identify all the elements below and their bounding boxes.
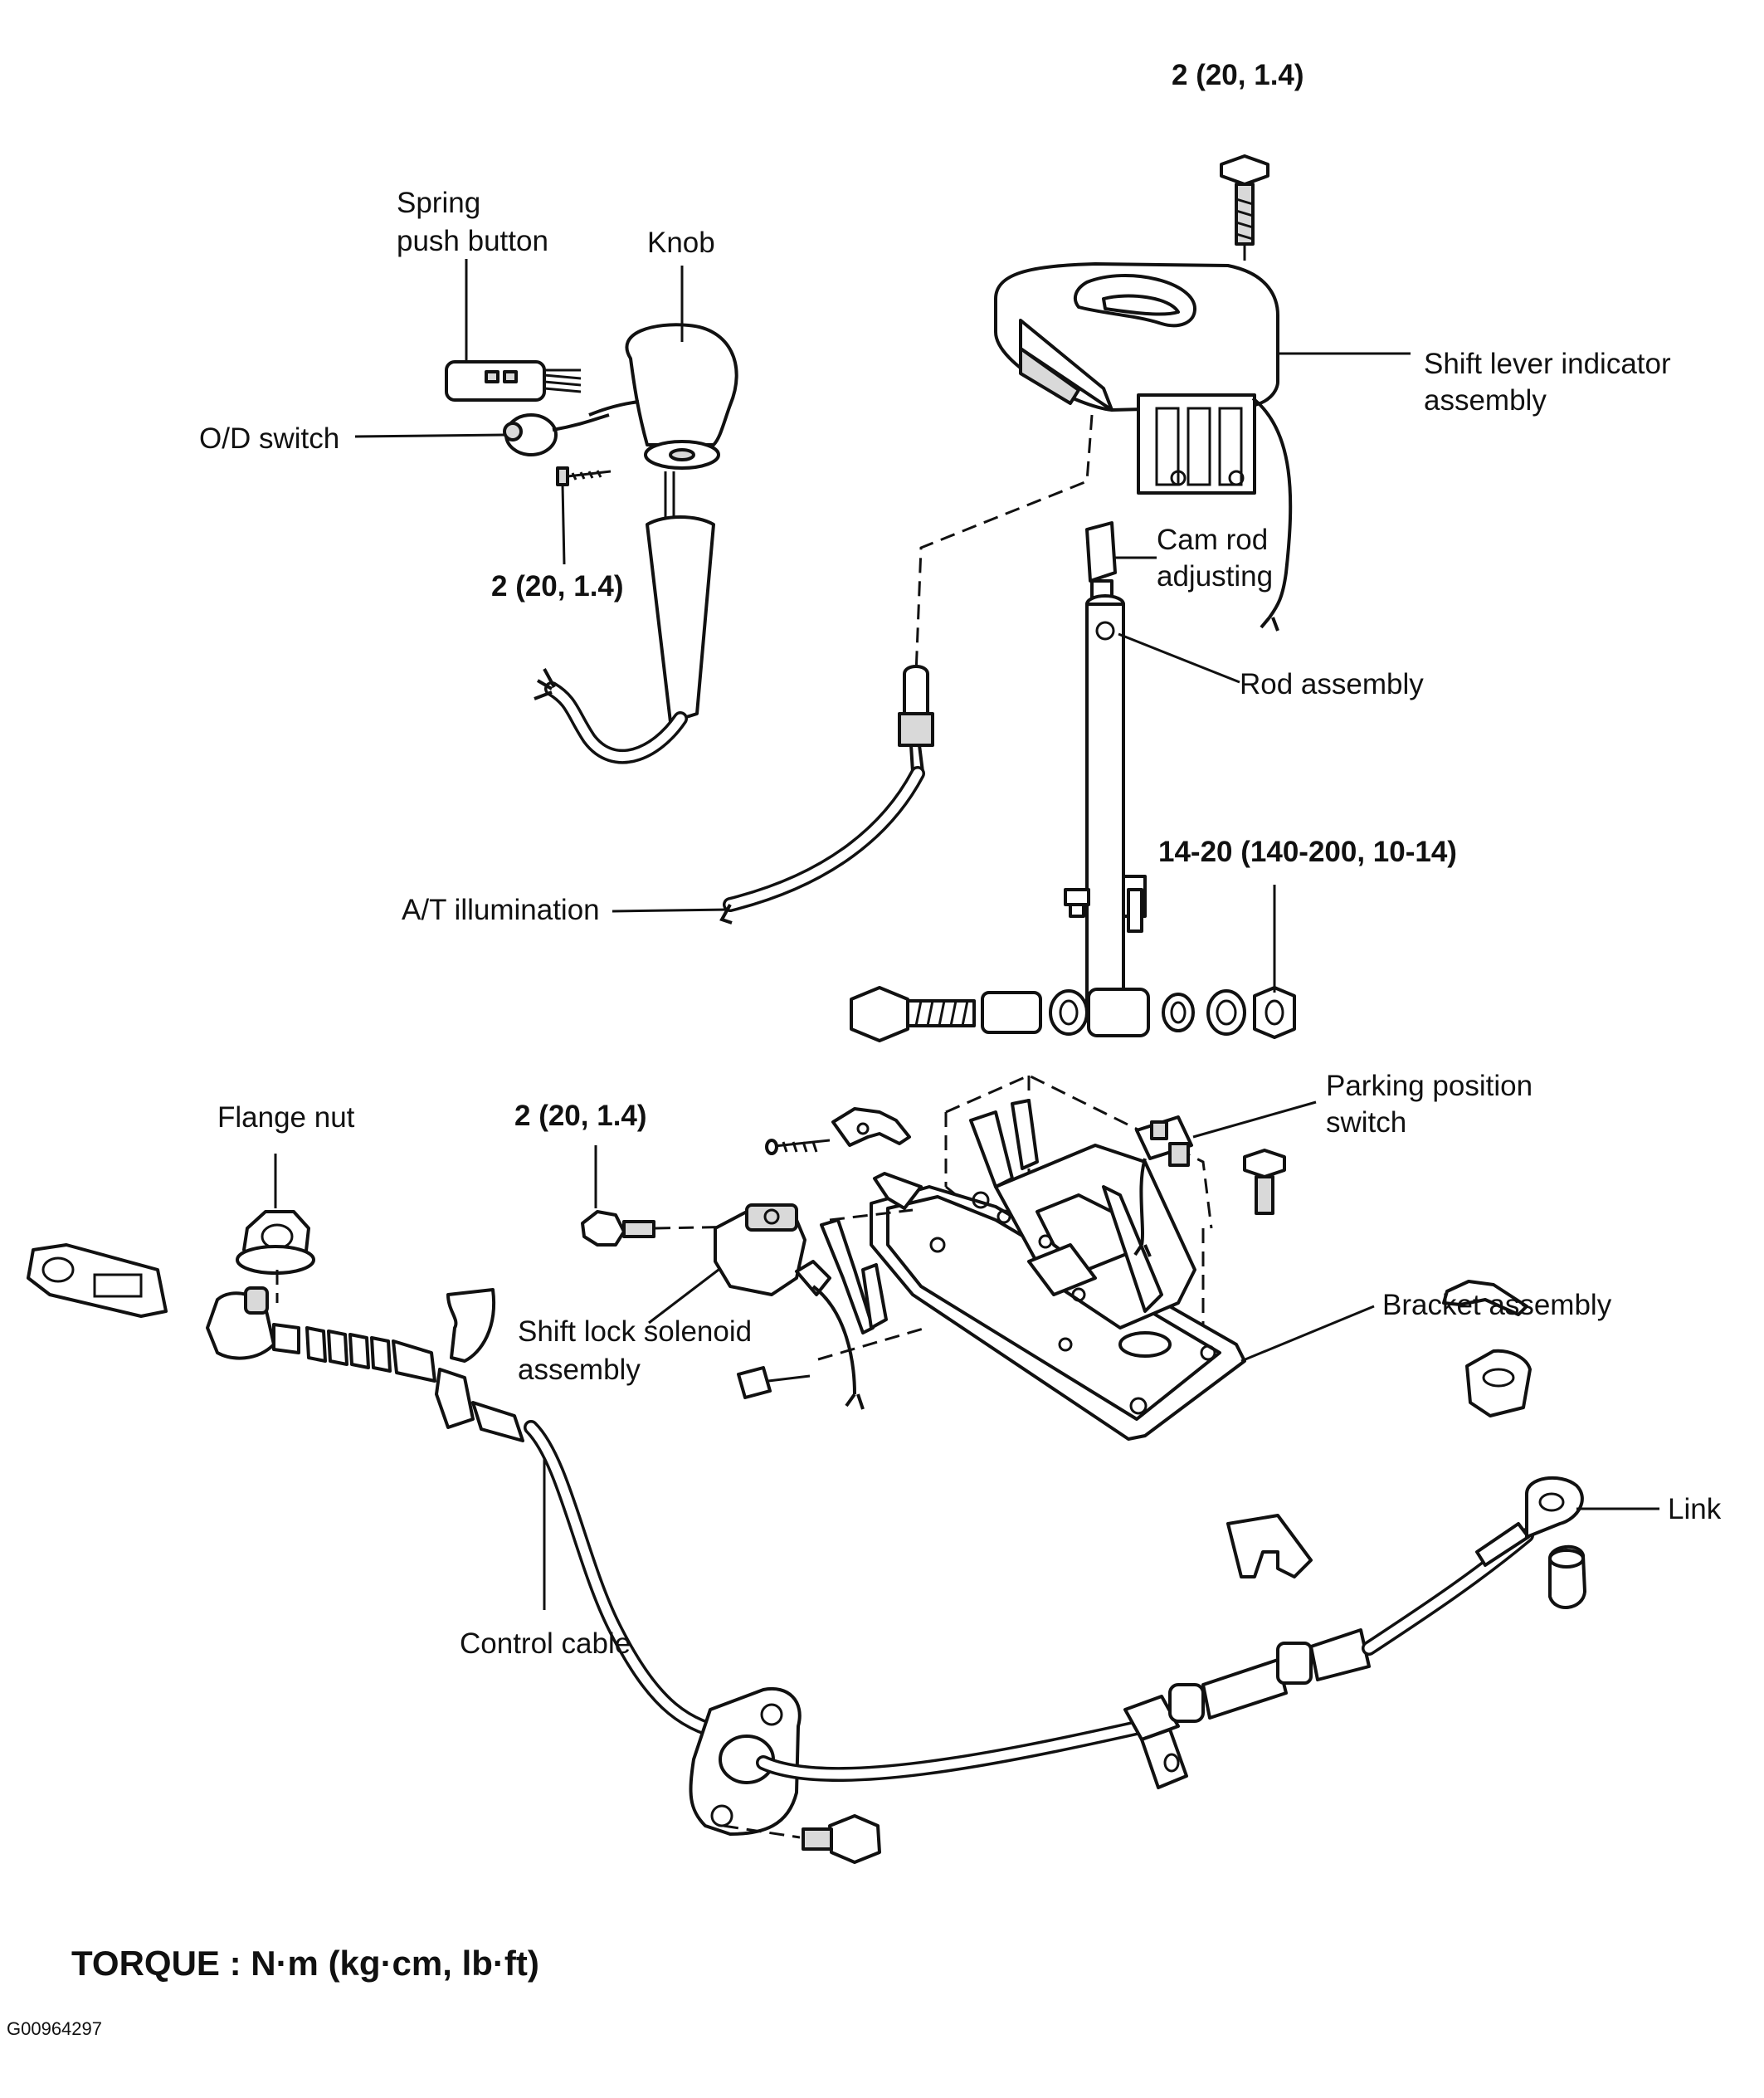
shift-indicator-part (994, 262, 1293, 632)
flange-bolt-part (802, 1814, 881, 1864)
knob-screw-part (556, 466, 612, 486)
labels: Spring push button Knob O/D switch 2 (20… (199, 59, 1722, 1660)
spring-push-button-part (445, 360, 582, 402)
label-shift-indicator-line2: assembly (1424, 384, 1547, 417)
label-torque-knob: 2 (20, 1.4) (491, 570, 624, 603)
label-solenoid-line2: assembly (518, 1354, 641, 1386)
bracket-bolt-part (1243, 1149, 1286, 1215)
link-pin-part (1548, 1544, 1586, 1609)
figure-code: G00964297 (7, 2018, 102, 2039)
cam-rod-adjusting-part (1085, 521, 1117, 599)
label-od-switch: O/D switch (199, 422, 339, 455)
at-illumination-group (719, 414, 1094, 925)
label-rod-assembly: Rod assembly (1240, 668, 1424, 700)
label-knob: Knob (647, 227, 715, 259)
label-flange-nut: Flange nut (217, 1101, 355, 1134)
label-control-cable: Control cable (460, 1627, 631, 1660)
label-cam-rod-line1: Cam rod (1157, 524, 1268, 556)
control-cable-group (27, 1210, 1586, 1864)
rod-part (1064, 594, 1147, 1022)
link-bushing-part (1465, 1349, 1532, 1417)
knob-part (588, 323, 738, 470)
label-at-illumination: A/T illumination (402, 894, 600, 926)
link-part (1525, 1476, 1584, 1539)
cable-eye-end-part (27, 1243, 168, 1318)
cable-threaded-end-part (206, 1286, 524, 1442)
torque-units-note: TORQUE : N·m (kg·cm, lb·ft) (71, 1944, 539, 1983)
shift-lever-shaft (534, 471, 715, 764)
label-bracket-assembly: Bracket assembly (1382, 1289, 1612, 1321)
od-switch-part (503, 413, 610, 456)
label-link: Link (1668, 1493, 1722, 1525)
knob-group (445, 323, 738, 764)
bracket-assembly-group (765, 1074, 1286, 1441)
solenoid-bolt-part (581, 1210, 655, 1247)
top-bolt-part (1220, 154, 1269, 246)
label-solenoid-line1: Shift lock solenoid (518, 1315, 752, 1348)
label-parking-line1: Parking position (1326, 1070, 1533, 1102)
shift-indicator-group (994, 154, 1293, 632)
cable-clamp-part (1123, 1628, 1371, 1789)
label-torque-solenoid: 2 (20, 1.4) (514, 1100, 647, 1132)
label-spring-line2: push button (397, 225, 548, 257)
label-torque-top: 2 (20, 1.4) (1172, 59, 1304, 91)
label-spring-line1: Spring (397, 187, 480, 219)
label-torque-rod: 14-20 (140-200, 10-14) (1158, 836, 1457, 868)
label-cam-rod-line2: adjusting (1157, 560, 1273, 593)
label-shift-indicator-line1: Shift lever indicator (1424, 348, 1671, 380)
leader-lines (274, 259, 1659, 1610)
label-parking-line2: switch (1326, 1106, 1406, 1139)
parking-switch-part (1133, 1115, 1193, 1257)
cable-flange-plate-part (689, 1686, 802, 1836)
illumination-bulb-part (898, 665, 934, 773)
solenoid-screw-part (737, 1366, 811, 1399)
rod-assembly-group (850, 521, 1296, 1042)
flange-nut-part (236, 1210, 315, 1275)
rod-bolt-set-part (850, 986, 1296, 1042)
solenoid-part (714, 1203, 865, 1410)
shift-lock-solenoid-group (581, 1203, 927, 1410)
